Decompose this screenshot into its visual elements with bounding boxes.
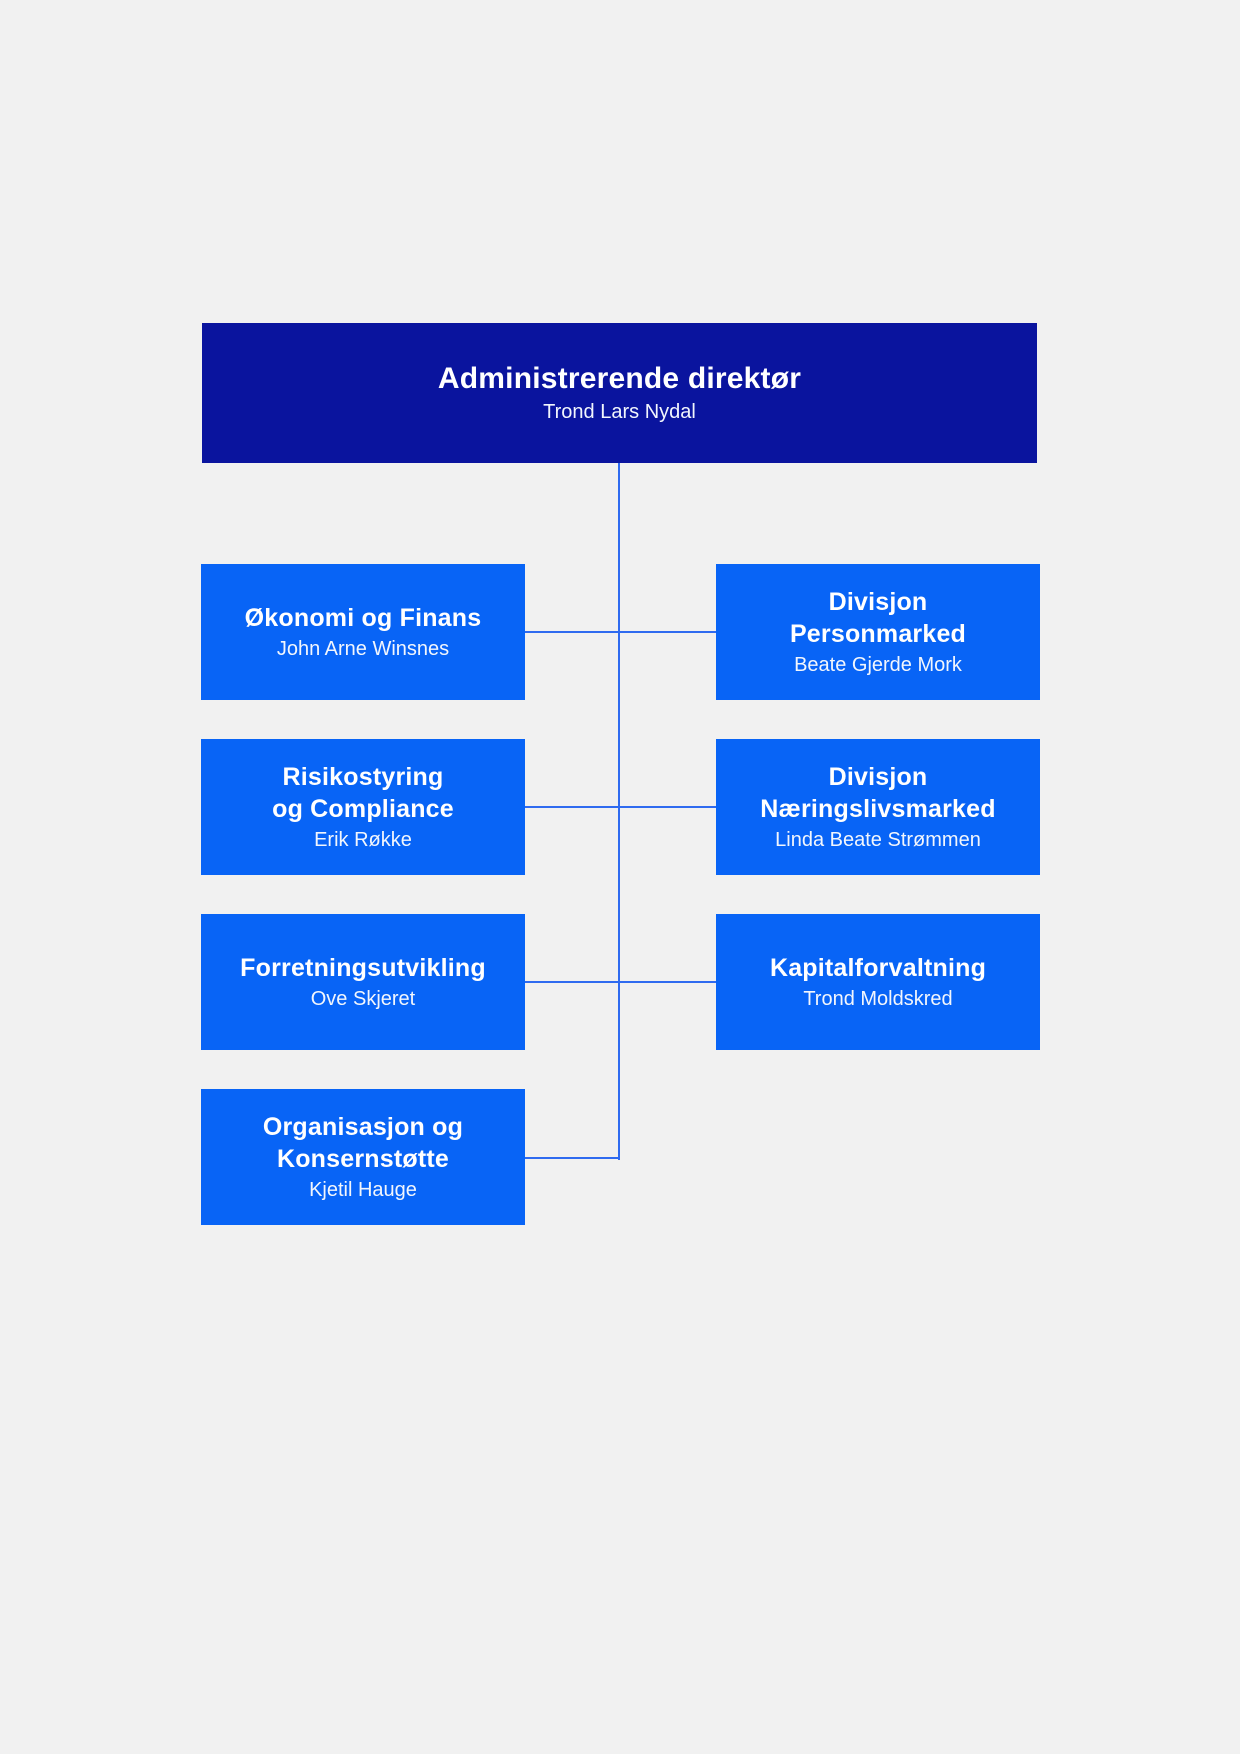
org-box-ceo: Administrerende direktør Trond Lars Nyda… (202, 323, 1037, 463)
org-box-title: Forretningsutvikling (240, 953, 486, 982)
connector-row-1 (525, 631, 716, 633)
org-box-name: Ove Skjeret (310, 987, 416, 1010)
ceo-title: Administrerende direktør (437, 361, 802, 395)
connector-row-2 (525, 806, 716, 808)
org-box-title: Divisjon Næringslivsmarked (760, 762, 996, 823)
org-box-title: Økonomi og Finans (244, 603, 482, 632)
org-box-division-corporate-market: Divisjon Næringslivsmarked Linda Beate S… (716, 739, 1040, 875)
org-box-economy-finance: Økonomi og Finans John Arne Winsnes (201, 564, 525, 700)
org-box-name: Beate Gjerde Mork (794, 653, 962, 676)
org-box-division-personal-market: Divisjon Personmarked Beate Gjerde Mork (716, 564, 1040, 700)
org-box-name: Erik Røkke (314, 828, 412, 851)
org-box-organization-support: Organisasjon og Konsernstøtte Kjetil Hau… (201, 1089, 525, 1225)
org-box-title: Kapitalforvaltning (769, 953, 987, 982)
org-box-name: Linda Beate Strømmen (775, 828, 981, 851)
org-box-title: Organisasjon og Konsernstøtte (262, 1112, 464, 1173)
ceo-name: Trond Lars Nydal (543, 400, 696, 423)
org-box-business-development: Forretningsutvikling Ove Skjeret (201, 914, 525, 1050)
connector-vertical-trunk (618, 463, 620, 1160)
org-box-name: Trond Moldskred (803, 987, 953, 1010)
connector-row-4 (525, 1157, 619, 1159)
org-box-name: John Arne Winsnes (276, 637, 450, 660)
org-box-risk-compliance: Risikostyring og Compliance Erik Røkke (201, 739, 525, 875)
org-box-title: Risikostyring og Compliance (272, 762, 454, 823)
org-box-asset-management: Kapitalforvaltning Trond Moldskred (716, 914, 1040, 1050)
org-box-title: Divisjon Personmarked (789, 587, 967, 648)
org-box-name: Kjetil Hauge (309, 1178, 417, 1201)
connector-row-3 (525, 981, 716, 983)
